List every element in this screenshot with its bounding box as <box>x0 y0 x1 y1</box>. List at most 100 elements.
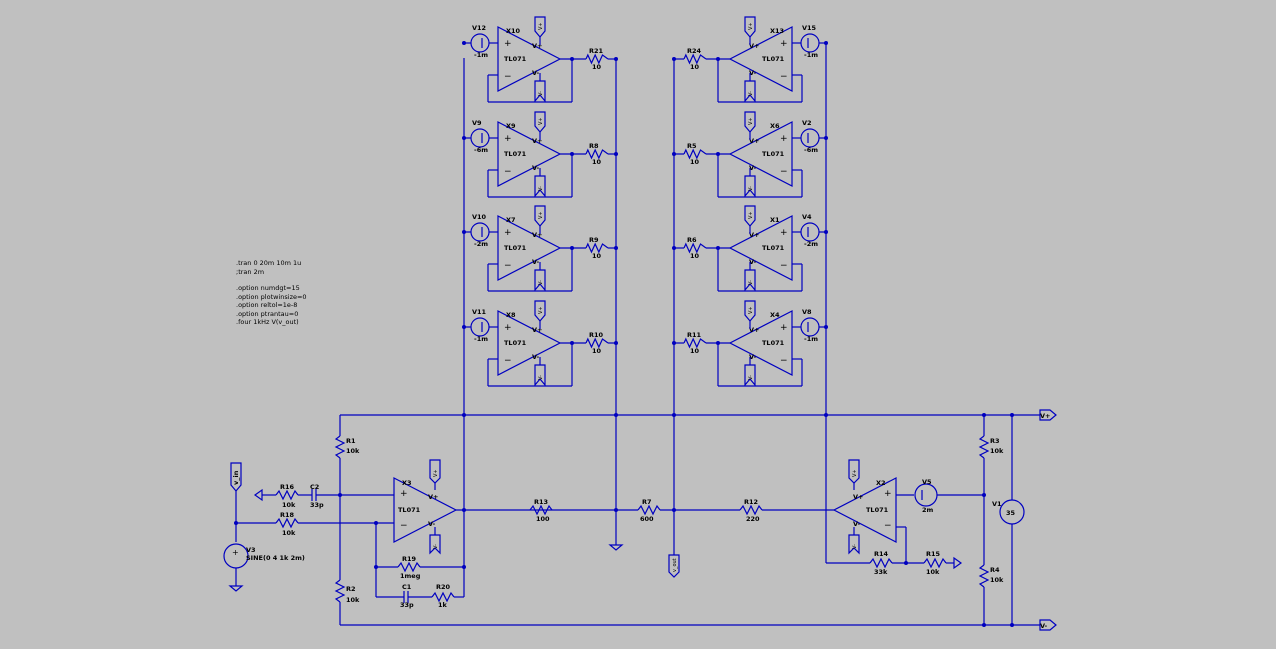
net-label-vminus <box>534 364 546 387</box>
svg-text:33k: 33k <box>874 568 888 576</box>
net-label-text: V+ <box>538 306 544 314</box>
opamp-name: X10 <box>506 27 521 35</box>
svg-text:1meg: 1meg <box>400 572 421 580</box>
pin-vminus: V- <box>749 69 757 77</box>
net-label-vplus <box>744 205 756 227</box>
directive-line: .four 1kHz V(v_out) <box>236 318 299 326</box>
pin-vplus: V+ <box>749 231 759 239</box>
resistor-name: R8 <box>589 142 599 150</box>
net-label-vout <box>668 554 680 578</box>
net-label-vminus <box>1039 619 1057 631</box>
svg-text:600: 600 <box>640 515 654 523</box>
pin-minus: − <box>780 72 788 82</box>
net-label-vplus-text: V+ <box>1040 412 1050 420</box>
pin-minus: − <box>780 356 788 366</box>
pin-minus: − <box>504 72 512 82</box>
net-label-vminus <box>534 175 546 198</box>
svg-text:C2: C2 <box>310 483 319 491</box>
svg-text:10k: 10k <box>926 568 940 576</box>
directive-line: .option numdgt=15 <box>236 284 300 292</box>
source-name: V12 <box>472 24 486 32</box>
svg-text:v_in: v_in <box>232 470 240 485</box>
opamp-model: TL071 <box>762 150 785 158</box>
directive-line: ;tran 2m <box>236 268 264 276</box>
svg-text:2m: 2m <box>922 506 934 514</box>
opamp-symbol <box>497 121 562 187</box>
svg-text:35: 35 <box>1006 509 1016 517</box>
pin-vminus: V- <box>532 258 540 266</box>
opamp-symbol <box>728 310 793 376</box>
net-label-text: V- <box>748 91 754 96</box>
opamp-symbol <box>728 215 793 281</box>
pin-plus: + <box>780 134 788 144</box>
pin-plus: + <box>780 323 788 333</box>
pin-minus: − <box>504 167 512 177</box>
svg-text:10k: 10k <box>346 447 360 455</box>
svg-text:33p: 33p <box>400 601 414 609</box>
opamp-name: X4 <box>770 311 780 319</box>
pin-vplus: V+ <box>532 42 542 50</box>
pin-vminus: V- <box>749 353 757 361</box>
source-name: V10 <box>472 213 487 221</box>
pin-plus: + <box>504 323 512 333</box>
svg-text:10k: 10k <box>282 529 296 537</box>
directive-line: .tran 0 20m 10m 1u <box>236 259 301 267</box>
ground-arrow-right <box>953 556 963 570</box>
resistor-value: 10 <box>592 63 602 71</box>
net-label-text: V- <box>538 375 544 380</box>
svg-text:V-: V- <box>433 544 439 549</box>
net-label-vminus <box>848 534 860 555</box>
net-label-vminus <box>534 80 546 103</box>
opamp-name: X7 <box>506 216 516 224</box>
opamp-name: X8 <box>506 311 516 319</box>
pin-vplus: V+ <box>749 137 759 145</box>
svg-text:V5: V5 <box>922 478 932 486</box>
net-label-vminus <box>744 364 756 387</box>
dc-source <box>470 222 490 242</box>
v5-source <box>914 483 938 507</box>
svg-text:1k: 1k <box>438 601 448 609</box>
svg-text:R1: R1 <box>346 437 356 445</box>
spice-directives[interactable]: .tran 0 20m 10m 1u ;tran 2m .option numd… <box>236 259 307 326</box>
svg-text:10k: 10k <box>990 447 1004 455</box>
pin-minus: − <box>504 261 512 271</box>
svg-text:R3: R3 <box>990 437 1000 445</box>
svg-text:R14: R14 <box>874 550 889 558</box>
svg-text:V+: V+ <box>433 469 439 477</box>
dc-source <box>800 33 820 53</box>
opamp-model: TL071 <box>762 339 785 347</box>
opamp-model: TL071 <box>504 339 527 347</box>
svg-text:C1: C1 <box>402 583 412 591</box>
svg-text:V1: V1 <box>992 500 1002 508</box>
source-value: -1m <box>804 51 818 59</box>
source-value: -1m <box>474 51 488 59</box>
net-label-vminus <box>744 80 756 103</box>
net-label-vplus <box>534 16 546 38</box>
svg-text:R15: R15 <box>926 550 941 558</box>
svg-text:R18: R18 <box>280 511 295 519</box>
net-label-text: V+ <box>748 211 754 219</box>
net-label-text: V+ <box>538 117 544 125</box>
net-label-text: V- <box>748 280 754 285</box>
source-name: V2 <box>802 119 812 127</box>
directive-line: .option ptrantau=0 <box>236 310 298 318</box>
input-stage: R1 10k R2 10k R16 10k C2 33p v_in R18 10… <box>223 415 618 625</box>
pin-vminus: V- <box>532 353 540 361</box>
pin-plus: + <box>780 39 788 49</box>
pin-vminus: V- <box>532 164 540 172</box>
svg-text:V3: V3 <box>246 546 256 554</box>
source-value: -1m <box>474 335 488 343</box>
net-label-text: V+ <box>538 22 544 30</box>
resistor-value: 10 <box>592 347 602 355</box>
svg-text:R2: R2 <box>346 585 356 593</box>
dc-source <box>800 222 820 242</box>
resistor-name: R5 <box>687 142 697 150</box>
opamp-model: TL071 <box>504 244 527 252</box>
pin-minus: − <box>780 261 788 271</box>
resistor-value: 10 <box>690 347 700 355</box>
pin-vminus: V- <box>749 258 757 266</box>
source-name: V9 <box>472 119 482 127</box>
resistor-value: 10 <box>690 252 700 260</box>
